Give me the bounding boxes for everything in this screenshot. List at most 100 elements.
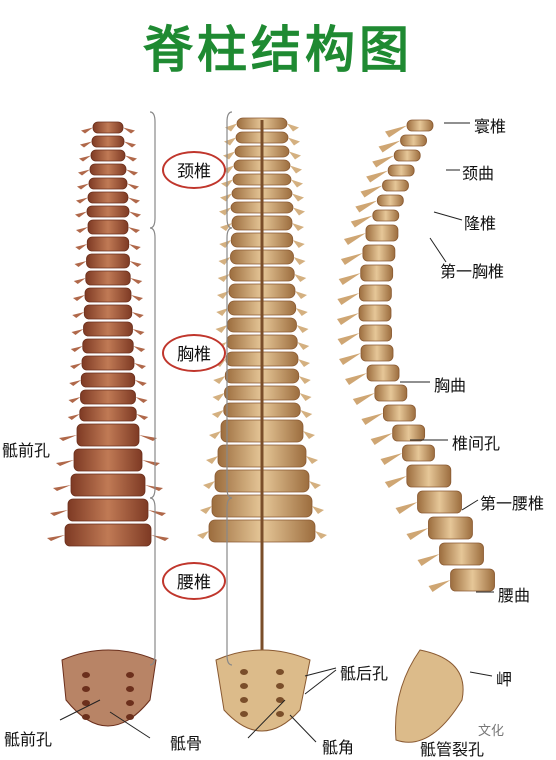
back-sacral-foramen [276, 711, 284, 717]
back-process-right [290, 165, 302, 174]
label-thoracic-curve: 胸曲 [434, 376, 467, 395]
label-sacral-foramina-back: 骶后孔 [340, 664, 389, 683]
back-process-right [289, 151, 301, 160]
front-vertebra [91, 135, 125, 148]
label-sacral-cornu: 骶角 [322, 738, 355, 757]
front-transverse-right [128, 244, 141, 250]
back-process-left [197, 531, 209, 539]
back-process-left [206, 456, 218, 464]
back-process-right [293, 257, 306, 265]
back-process-right [296, 325, 309, 333]
front-transverse-right [131, 295, 143, 301]
front-transverse-left [73, 278, 86, 284]
front-transverse-left [75, 211, 87, 218]
back-process-left [217, 291, 229, 299]
front-vertebra [67, 498, 149, 522]
front-sacral-foramen [126, 700, 134, 706]
front-sacral-foramen [126, 672, 134, 678]
front-transverse-left [71, 329, 84, 335]
front-transverse-right [134, 380, 147, 386]
back-process-left [213, 376, 226, 384]
side-vertebra [387, 164, 415, 177]
front-transverse-right [126, 169, 138, 176]
front-transverse-left [53, 485, 71, 491]
side-spinous-process [406, 528, 429, 540]
side-vertebra [360, 264, 394, 282]
side-spinous-process [352, 393, 375, 405]
label-sacrum: 骶骨 [170, 734, 203, 753]
front-vertebra [85, 270, 131, 286]
back-sacrum [215, 649, 311, 732]
side-vertebra [450, 568, 495, 592]
front-transverse-right [129, 211, 141, 218]
back-process-left [203, 481, 215, 489]
side-vertebra [417, 490, 462, 514]
front-vertebra [81, 355, 135, 371]
front-transverse-left [74, 261, 87, 267]
back-process-left [218, 257, 231, 265]
front-vertebra [88, 177, 128, 190]
front-transverse-left [79, 155, 91, 162]
cervical-bracket-left [149, 111, 156, 229]
side-spinous-process [361, 413, 384, 425]
side-spinous-process [372, 155, 395, 168]
lateral-spine-view [337, 119, 495, 743]
side-vertebra [366, 364, 400, 382]
back-process-left [217, 274, 230, 282]
front-sacrum [61, 649, 157, 727]
back-process-right [295, 291, 307, 299]
back-process-right [288, 137, 300, 146]
side-spinous-process [343, 233, 366, 245]
side-spinous-process [340, 253, 363, 265]
posterior-spine-view [197, 117, 327, 732]
front-sacral-foramen [82, 700, 90, 706]
side-spinous-process [337, 293, 360, 305]
front-transverse-left [76, 227, 88, 233]
front-transverse-left [73, 295, 85, 301]
front-sacral-foramen [126, 714, 134, 720]
back-process-left [211, 410, 224, 418]
back-sacral-foramen [276, 683, 284, 689]
front-transverse-right [127, 183, 139, 190]
front-transverse-right [128, 227, 140, 233]
front-vertebra [73, 448, 143, 472]
side-vertebra [359, 324, 392, 342]
side-vertebra [402, 444, 435, 462]
back-process-left [216, 308, 229, 316]
side-vertebra [382, 179, 409, 192]
front-transverse-right [128, 197, 140, 204]
back-process-right [309, 481, 321, 489]
front-transverse-left [69, 380, 82, 386]
back-process-left [220, 193, 232, 202]
side-spinous-process [370, 433, 393, 445]
side-spinous-process [350, 215, 373, 228]
front-transverse-left [75, 244, 88, 250]
side-vertebra [362, 244, 396, 262]
side-spinous-process [378, 140, 401, 153]
back-process-right [312, 506, 324, 514]
label-intervertebral-foramen: 椎间孔 [452, 434, 501, 453]
front-transverse-left [70, 346, 83, 352]
side-spinous-process [384, 476, 407, 488]
back-process-left [209, 431, 221, 439]
side-spinous-process [355, 200, 378, 213]
front-transverse-right [151, 535, 169, 541]
front-transverse-right [145, 485, 163, 491]
front-transverse-left [67, 414, 80, 420]
side-vertebra [358, 284, 392, 302]
side-spinous-process [395, 502, 418, 514]
back-sacral-foramen [240, 697, 248, 703]
back-process-right [295, 308, 308, 316]
back-process-left [220, 223, 232, 231]
label-atlas: 寰椎 [474, 117, 507, 136]
side-vertebra [392, 424, 426, 442]
side-spinous-process [380, 453, 403, 465]
side-spinous-process [339, 353, 362, 365]
front-vertebra [87, 219, 129, 235]
front-transverse-right [125, 155, 137, 162]
back-process-left [200, 506, 212, 514]
label-vertebra-prominens: 隆椎 [464, 214, 497, 233]
front-transverse-left [80, 141, 92, 148]
front-transverse-right [139, 435, 157, 441]
back-process-right [297, 342, 310, 350]
